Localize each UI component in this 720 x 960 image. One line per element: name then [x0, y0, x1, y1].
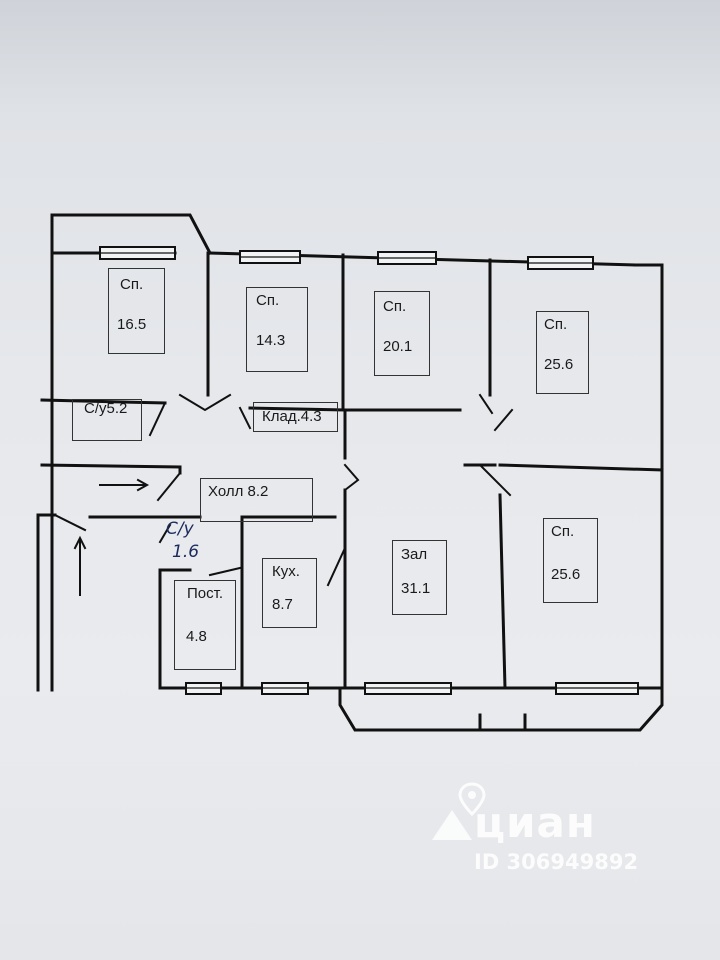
room-box-living [392, 540, 447, 615]
door-swing [178, 393, 232, 412]
room-box-bedroom-2 [246, 287, 308, 372]
door-swing [208, 566, 242, 577]
watermark-brand: циан [474, 798, 596, 847]
room-area-bedroom-1: 16.5 [117, 316, 147, 333]
partition [498, 463, 664, 472]
watermark-triangle-icon [432, 810, 472, 840]
room-label-bathroom: С/у5.2 [84, 400, 128, 417]
room-box-bedroom-1 [108, 268, 165, 354]
door-swing [158, 523, 172, 544]
room-box-laundry [174, 580, 236, 670]
room-label-storage: Клад.4.3 [262, 408, 322, 425]
room-box-bathroom [72, 399, 142, 441]
room-name-kitchen: Кух. [272, 563, 300, 580]
partition [40, 463, 182, 469]
room-name-bedroom-1: Сп. [120, 276, 144, 293]
door-swing [156, 471, 182, 502]
room-label-wc-top: С/у [166, 519, 194, 539]
watermark: циан ID 306949892 [430, 780, 670, 880]
room-label-wc-bottom: 1.6 [172, 542, 200, 562]
room-box-hall [200, 478, 313, 522]
door-swing [343, 463, 360, 492]
room-name-bedroom-2: Сп. [256, 292, 280, 309]
room-name-living: Зал [401, 546, 428, 563]
room-box-kitchen [262, 558, 317, 628]
room-box-bedroom-5 [543, 518, 598, 603]
room-area-bedroom-4: 25.6 [544, 356, 574, 373]
room-name-laundry: Пост. [187, 585, 223, 602]
door-swing [53, 513, 87, 532]
room-box-bedroom-3 [374, 291, 430, 376]
room-name-bedroom-3: Сп. [383, 298, 407, 315]
room-area-bedroom-5: 25.6 [551, 566, 581, 583]
room-area-bedroom-2: 14.3 [256, 332, 286, 349]
door-swing [238, 406, 252, 430]
partition [40, 398, 167, 405]
room-name-bedroom-4: Сп. [544, 316, 568, 333]
exterior-wall [50, 213, 213, 256]
watermark-id: ID 306949892 [474, 850, 639, 874]
door-swing [493, 408, 514, 432]
partition [498, 493, 507, 690]
door-swing [148, 401, 167, 437]
location-pin-icon [458, 782, 486, 817]
door-swing [478, 393, 494, 415]
room-area-living: 31.1 [401, 580, 431, 597]
entry-arrow [73, 535, 87, 550]
entry-arrow [136, 478, 150, 492]
room-area-kitchen: 8.7 [272, 596, 293, 613]
bay-wall [338, 686, 664, 732]
room-label-hall: Холл 8.2 [208, 483, 269, 500]
room-area-bedroom-3: 20.1 [383, 338, 413, 355]
door-swing [478, 463, 512, 497]
door-swing [326, 546, 347, 587]
room-area-laundry: 4.8 [186, 628, 207, 645]
room-name-bedroom-5: Сп. [551, 523, 575, 540]
room-box-bedroom-4 [536, 311, 589, 394]
room-box-storage [253, 402, 338, 432]
